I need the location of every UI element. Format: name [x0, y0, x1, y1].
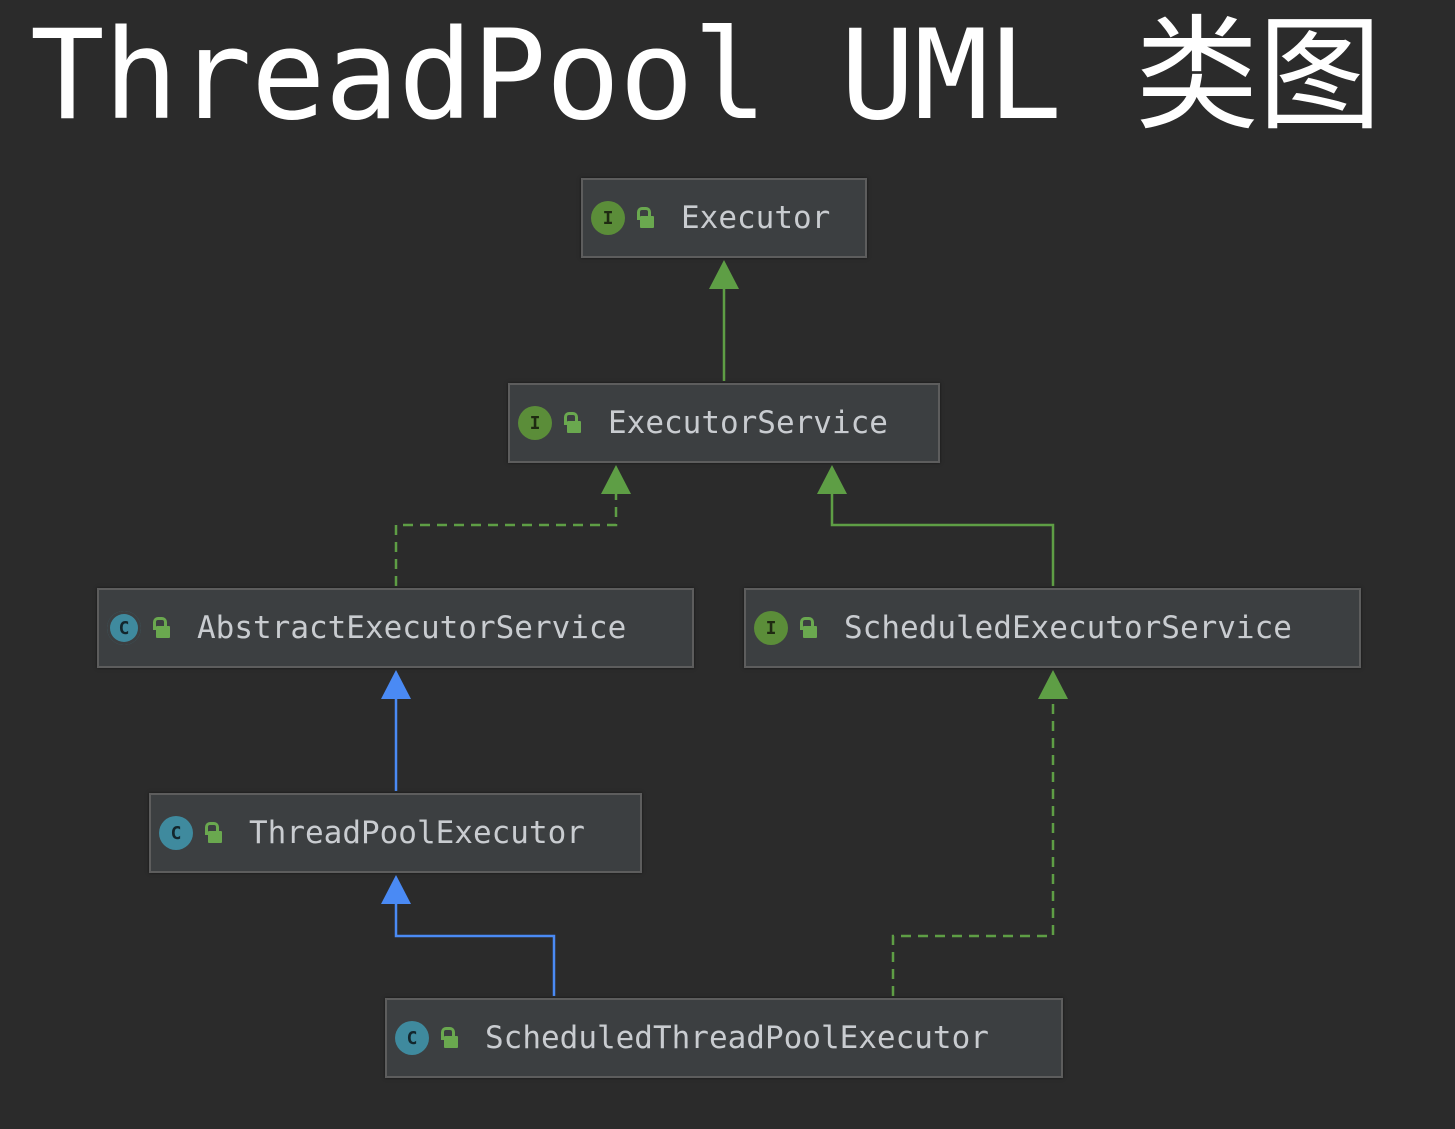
node-label: ScheduledExecutorService — [844, 610, 1292, 646]
lock-open-icon — [635, 205, 657, 231]
lock-open-icon — [562, 410, 584, 436]
arrowhead-icon — [601, 465, 631, 494]
class-icon: C — [395, 1021, 429, 1055]
edge-threadpoolexecutor-to-abstractexecutorservice — [381, 670, 411, 791]
node-label: AbstractExecutorService — [197, 610, 627, 646]
lock-open-icon — [151, 615, 173, 641]
lock-open-icon — [439, 1025, 461, 1051]
node-thread-pool-executor[interactable]: C ThreadPoolExecutor — [149, 793, 642, 873]
lock-open-icon — [203, 820, 225, 846]
node-abstract-executor-service[interactable]: C AbstractExecutorService — [97, 588, 694, 668]
edge-scheduledthreadpoolexecutor-to-threadpoolexecutor — [381, 875, 556, 996]
edge-executorservice-to-executor — [709, 260, 739, 381]
node-executor-service[interactable]: I ExecutorService — [508, 383, 940, 463]
interface-icon: I — [591, 201, 625, 235]
node-label: ThreadPoolExecutor — [249, 815, 585, 851]
arrowhead-icon — [817, 465, 847, 494]
node-scheduled-executor-service[interactable]: I ScheduledExecutorService — [744, 588, 1361, 668]
node-label: Executor — [681, 200, 831, 236]
abstract-class-icon: C — [107, 611, 141, 645]
node-label: ScheduledThreadPoolExecutor — [485, 1020, 989, 1056]
lock-open-icon — [798, 615, 820, 641]
arrowhead-icon — [381, 670, 411, 699]
interface-icon: I — [518, 406, 552, 440]
edge-scheduledexecutorservice-to-executorservice — [817, 465, 1055, 586]
interface-icon: I — [754, 611, 788, 645]
node-executor[interactable]: I Executor — [581, 178, 867, 258]
class-icon: C — [159, 816, 193, 850]
diagram-title: ThreadPool UML 类图 — [30, 4, 1382, 148]
arrowhead-icon — [381, 875, 411, 904]
edge-abstractexecutorservice-to-executorservice — [394, 465, 631, 586]
edge-scheduledthreadpoolexecutor-to-scheduledexecutorservice — [891, 670, 1068, 996]
arrowhead-icon — [1038, 670, 1068, 699]
node-label: ExecutorService — [608, 405, 888, 441]
node-scheduled-thread-pool-executor[interactable]: C ScheduledThreadPoolExecutor — [385, 998, 1063, 1078]
arrowhead-icon — [709, 260, 739, 289]
